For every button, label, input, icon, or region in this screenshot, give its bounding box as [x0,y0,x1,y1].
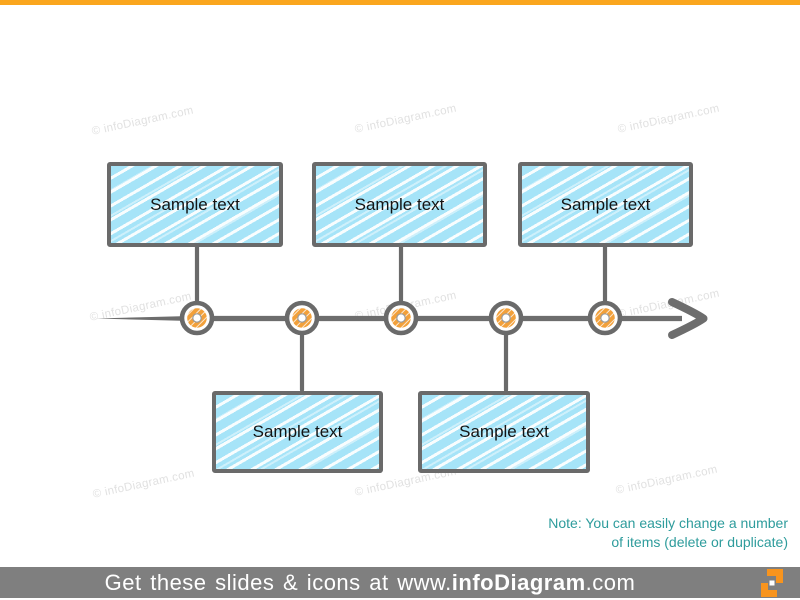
timeline-box-1[interactable]: Sample text [107,162,283,247]
note-line-1: Note: You can easily change a number [548,515,788,531]
timeline-arrowhead-icon [668,298,708,339]
timeline-node [179,300,215,336]
footer-suffix: .com [585,569,636,595]
top-accent-bar [0,0,800,5]
note-text: Note: You can easily change a number of … [548,514,788,552]
timeline-box-label: Sample text [252,422,343,441]
footer-link[interactable]: Get these slides & icons at www.infoDiag… [105,570,636,596]
timeline-node [488,300,524,336]
timeline-node [587,300,623,336]
timeline-box-label: Sample text [150,194,240,214]
timeline-node [284,300,320,336]
timeline-box-4[interactable]: Sample text [212,391,383,473]
timeline-box-5[interactable]: Sample text [418,391,590,473]
timeline-axis-start [96,315,200,322]
timeline-node [383,300,419,336]
timeline-box-label: Sample text [354,194,445,214]
footer-prefix: Get these slides & icons at www. [104,569,452,595]
footer-brand: infoDiagram [451,569,586,595]
footer-bar: Get these slides & icons at www.infoDiag… [0,567,800,598]
timeline-box-2[interactable]: Sample text [312,162,487,247]
timeline-box-label: Sample text [560,194,651,214]
infodiagram-logo-icon [761,569,783,597]
note-line-2: of items (delete or duplicate) [611,534,788,550]
timeline-box-3[interactable]: Sample text [518,162,693,247]
timeline-box-label: Sample text [459,422,549,441]
